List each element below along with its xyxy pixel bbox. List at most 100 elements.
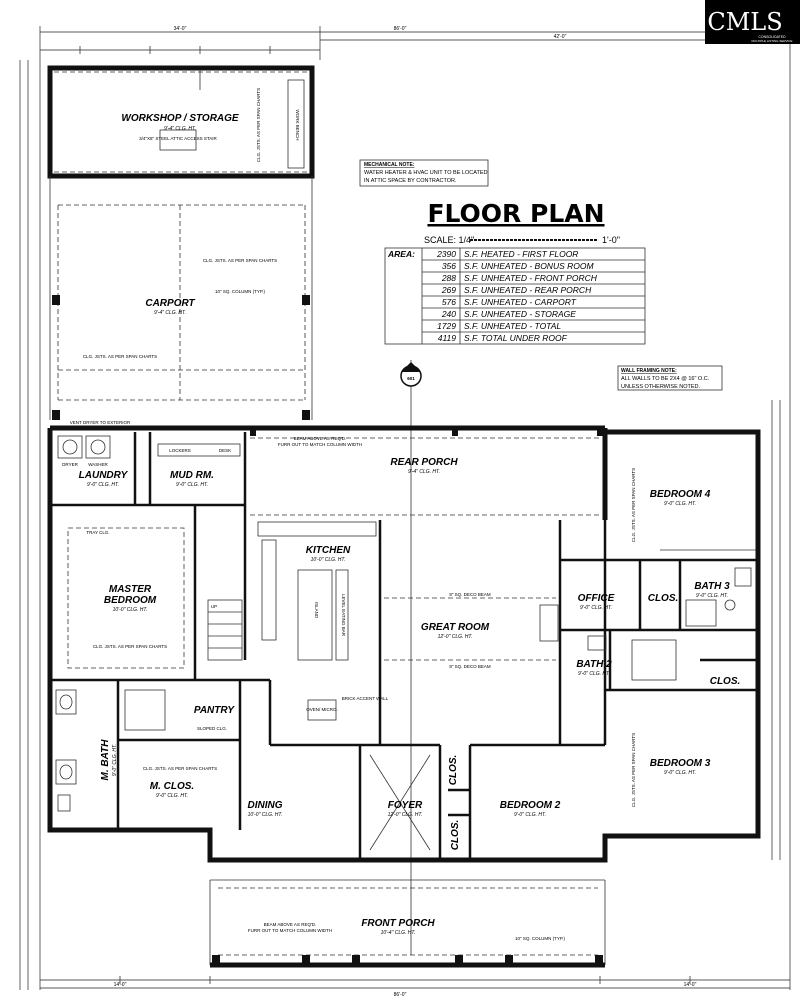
mbath-ceiling: 9'-0" CLG. HT. bbox=[112, 744, 118, 776]
wall-framing-note: WALL FRAMING NOTE: ALL WALLS TO BE 2X4 @… bbox=[617, 365, 723, 391]
mclos-joists: CLG. JSTS. AS PER SPAN CHARTS bbox=[143, 766, 217, 771]
area-header: AREA: bbox=[387, 249, 415, 259]
dining-name: DINING bbox=[248, 800, 283, 811]
mclos-name: M. CLOS. bbox=[150, 781, 194, 792]
area-value: 576 bbox=[442, 297, 456, 307]
area-value: 4119 bbox=[438, 333, 457, 343]
front-beam-label: BEAM ABOVE AS REQ'D. bbox=[264, 922, 317, 927]
rear-porch-ceiling: 9'-4" CLG. HT. bbox=[408, 469, 440, 475]
area-value: 269 bbox=[441, 285, 456, 295]
dryer-label: DRYER bbox=[62, 462, 78, 467]
area-description: S.F. UNHEATED - REAR PORCH bbox=[464, 285, 592, 295]
overall-dimensions: 34'-0" 86'-0" 42'-0" 86'-0" 14'-0" 14'-0… bbox=[19, 26, 791, 998]
dim-top-left: 34'-0" bbox=[174, 26, 187, 32]
master-joists: CLG. JSTS. AS PER SPAN CHARTS bbox=[93, 644, 167, 649]
area-description: S.F. HEATED - FIRST FLOOR bbox=[464, 249, 578, 259]
workshop-joists: CLG. JSTS. AS PER SPAN CHARTS bbox=[256, 88, 261, 162]
wall-note-line1: ALL WALLS TO BE 2X4 @ 16" O.C. bbox=[621, 376, 710, 382]
bedroom4-joists: CLG. JSTS. AS PER SPAN CHARTS bbox=[631, 468, 636, 542]
attic-stair-label: 3/4"X8" STEEL ATTIC ACCESS STAIR bbox=[139, 136, 217, 141]
area-value: 356 bbox=[442, 261, 456, 271]
front-porch-ceiling: 10'-4" CLG. HT. bbox=[381, 930, 416, 936]
dim-top-total: 86'-0" bbox=[394, 26, 407, 32]
deco-beam-1: 8" SQ. DECO BEAM bbox=[449, 592, 491, 597]
area-value: 2390 bbox=[436, 249, 456, 259]
rear-beam-label: BEAM ABOVE AS REQ'D. bbox=[294, 436, 347, 441]
office-name: OFFICE bbox=[578, 593, 615, 604]
bedroom2-name: BEDROOM 2 bbox=[500, 800, 561, 811]
workshop-ceiling: 9'-4" CLG. HT. bbox=[164, 126, 196, 132]
section-marker-label: 601 bbox=[407, 376, 415, 381]
mechanical-note: MECHANICAL NOTE: WATER HEATER & HVAC UNI… bbox=[359, 159, 489, 187]
closet-4: CLOS. bbox=[450, 820, 461, 851]
bedroom3-joists: CLG. JSTS. AS PER SPAN CHARTS bbox=[631, 733, 636, 807]
cmls-logo: CMLS CONSOLIDATED MULTIPLE LISTING SERVI… bbox=[705, 0, 800, 44]
front-porch: FRONT PORCH 10'-4" CLG. HT. BEAM ABOVE A… bbox=[209, 879, 606, 968]
kitchen-ceiling: 10'-0" CLG. HT. bbox=[311, 557, 346, 563]
washer-label: WASHER bbox=[88, 462, 108, 467]
master-ceiling: 10'-0" CLG. HT. bbox=[113, 607, 148, 613]
workshop-name: WORKSHOP / STORAGE bbox=[121, 113, 239, 124]
area-description: S.F. UNHEATED - TOTAL bbox=[464, 321, 561, 331]
sloped-label: SLOPED CLG. bbox=[197, 726, 227, 731]
dim-bottom-right: 14'-0" bbox=[684, 982, 697, 988]
interior-walls bbox=[50, 432, 758, 860]
great-room-name: GREAT ROOM bbox=[421, 622, 490, 633]
wall-note-line2: UNLESS OTHERWISE NOTED. bbox=[621, 384, 701, 390]
foyer-ceiling: 12'-0" CLG. HT. bbox=[388, 812, 423, 818]
carport-name: CARPORT bbox=[145, 298, 195, 309]
laundry-name: LAUNDRY bbox=[79, 470, 129, 481]
dining-ceiling: 10'-0" CLG. HT. bbox=[248, 812, 283, 818]
clos4-name: CLOS. bbox=[450, 820, 461, 851]
bedroom2-ceiling: 9'-0" CLG. HT. bbox=[514, 812, 546, 818]
house-outline bbox=[47, 425, 761, 863]
cmls-logo-sub1: CONSOLIDATED bbox=[758, 35, 786, 39]
laundry-ceiling: 9'-0" CLG. HT. bbox=[87, 482, 119, 488]
vent-label: VENT DRYER TO EXTERIOR bbox=[70, 420, 131, 425]
clos2-name: CLOS. bbox=[710, 676, 741, 687]
carport: CARPORT 9'-4" CLG. HT. 10" SQ. COLUMN (T… bbox=[49, 176, 313, 420]
area-description: S.F. UNHEATED - FRONT PORCH bbox=[464, 273, 598, 283]
eating-bar-label: LEVEL EATING BAR bbox=[341, 594, 346, 637]
wall-note-title: WALL FRAMING NOTE: bbox=[621, 368, 677, 374]
rear-porch-name: REAR PORCH bbox=[390, 457, 458, 468]
scale-value: 1'-0" bbox=[602, 235, 620, 245]
mudroom-ceiling: 9'-0" CLG. HT. bbox=[176, 482, 208, 488]
carport-ceiling: 9'-4" CLG. HT. bbox=[154, 310, 186, 316]
mech-note-line2: IN ATTIC SPACE BY CONTRACTOR. bbox=[364, 178, 457, 184]
bath2-ceiling: 9'-0" CLG. HT. bbox=[578, 671, 610, 677]
lockers-label: LOCKERS bbox=[169, 448, 191, 453]
rear-porch: REAR PORCH 9'-4" CLG. HT. BEAM ABOVE AS … bbox=[250, 428, 603, 516]
front-column-label: 10" SQ. COLUMN (TYP.) bbox=[515, 936, 566, 941]
bedroom-2: BEDROOM 2 9'-0" CLG. HT. bbox=[500, 800, 561, 818]
carport-column-label: 10" SQ. COLUMN (TYP.) bbox=[215, 289, 266, 294]
mudroom-name: MUD RM. bbox=[170, 470, 214, 481]
mud-room: LOCKERS DESK MUD RM. 9'-0" CLG. HT. bbox=[157, 443, 241, 488]
foyer-name: FOYER bbox=[388, 800, 423, 811]
deco-beam-2: 8" SQ. DECO BEAM bbox=[449, 664, 491, 669]
plan-title: FLOOR PLAN bbox=[427, 199, 604, 228]
clos3-name: CLOS. bbox=[448, 755, 459, 786]
area-description: S.F. UNHEATED - CARPORT bbox=[464, 297, 577, 307]
dim-top-right: 42'-0" bbox=[554, 34, 567, 40]
pantry-name: PANTRY bbox=[194, 705, 236, 716]
bath-3: BATH 3 9'-0" CLG. HT. bbox=[685, 567, 752, 627]
office-ceiling: 9'-0" CLG. HT. bbox=[580, 605, 612, 611]
area-value: 288 bbox=[441, 273, 456, 283]
closet-3: CLOS. bbox=[448, 755, 459, 786]
kitchen-name: KITCHEN bbox=[306, 545, 351, 556]
mclos-ceiling: 9'-0" CLG. HT. bbox=[156, 793, 188, 799]
master-bedroom: TRAY CLG. MASTER BEDROOM 10'-0" CLG. HT.… bbox=[67, 527, 185, 669]
stair-up-label: UP bbox=[211, 604, 217, 609]
title-block: FLOOR PLAN SCALE: 1/4" 1'-0" bbox=[424, 199, 620, 245]
bath2-name: BATH 2 bbox=[576, 659, 612, 670]
area-value: 1729 bbox=[437, 321, 456, 331]
workbench-label: WORK BENCH bbox=[295, 109, 300, 140]
desk-label: DESK bbox=[219, 448, 231, 453]
bedroom-4: BEDROOM 4 9'-0" CLG. HT. CLG. JSTS. AS P… bbox=[631, 468, 756, 551]
area-description: S.F. UNHEATED - STORAGE bbox=[464, 309, 576, 319]
mech-note-line1: WATER HEATER & HVAC UNIT TO BE LOCATED bbox=[364, 170, 487, 176]
master-closet: M. CLOS. 9'-0" CLG. HT. CLG. JSTS. AS PE… bbox=[143, 766, 217, 799]
closet-1: CLOS. bbox=[648, 593, 679, 604]
